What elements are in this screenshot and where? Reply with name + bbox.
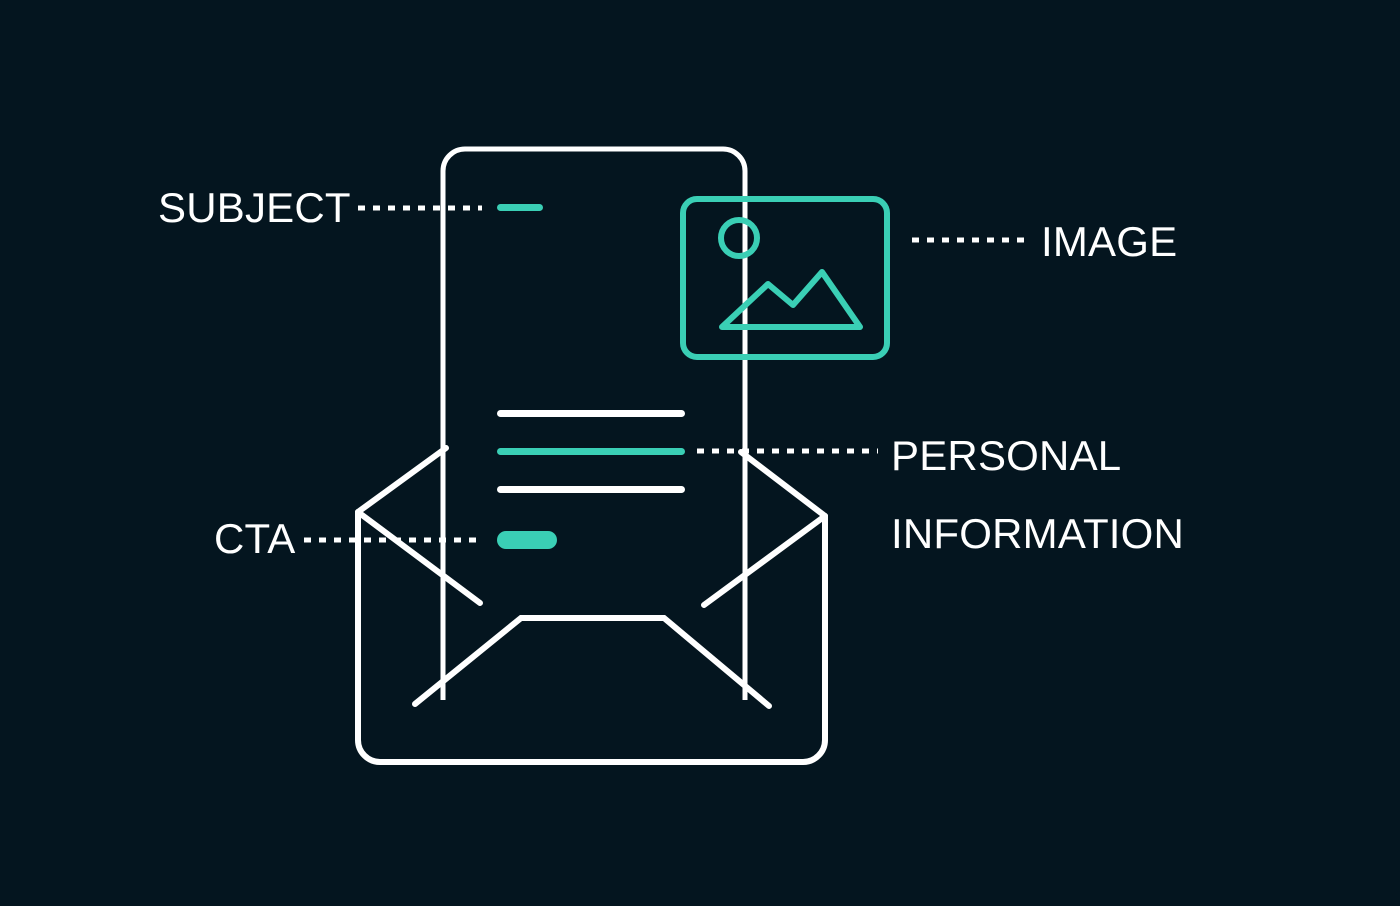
label-image: IMAGE (1041, 218, 1177, 265)
envelope-bottom-fold (412, 615, 772, 709)
personal-info-lines (497, 410, 685, 493)
envelope-icon (355, 445, 828, 765)
envelope-flap-left (355, 509, 483, 606)
subject-line (497, 204, 543, 211)
label-information: INFORMATION (891, 510, 1184, 557)
mountain-icon (719, 269, 863, 330)
message-card-outline (440, 146, 748, 700)
envelope-body (355, 509, 828, 765)
info-line-3 (497, 486, 685, 493)
envelope-flap-left-upper (355, 445, 449, 515)
label-subject: SUBJECT (158, 184, 351, 231)
envelope-flap-right (701, 513, 828, 608)
label-cta: CTA (214, 515, 295, 562)
image-block (680, 196, 890, 360)
sun-icon (718, 217, 760, 259)
image-block-frame (680, 196, 890, 360)
cta-pill[interactable] (497, 531, 557, 549)
label-personal: PERSONAL (891, 432, 1121, 479)
message-card (440, 146, 748, 700)
leader-lines (304, 205, 1026, 543)
info-line-1 (497, 410, 685, 417)
envelope-flap-right-upper (738, 449, 828, 519)
info-line-2 (497, 448, 685, 455)
